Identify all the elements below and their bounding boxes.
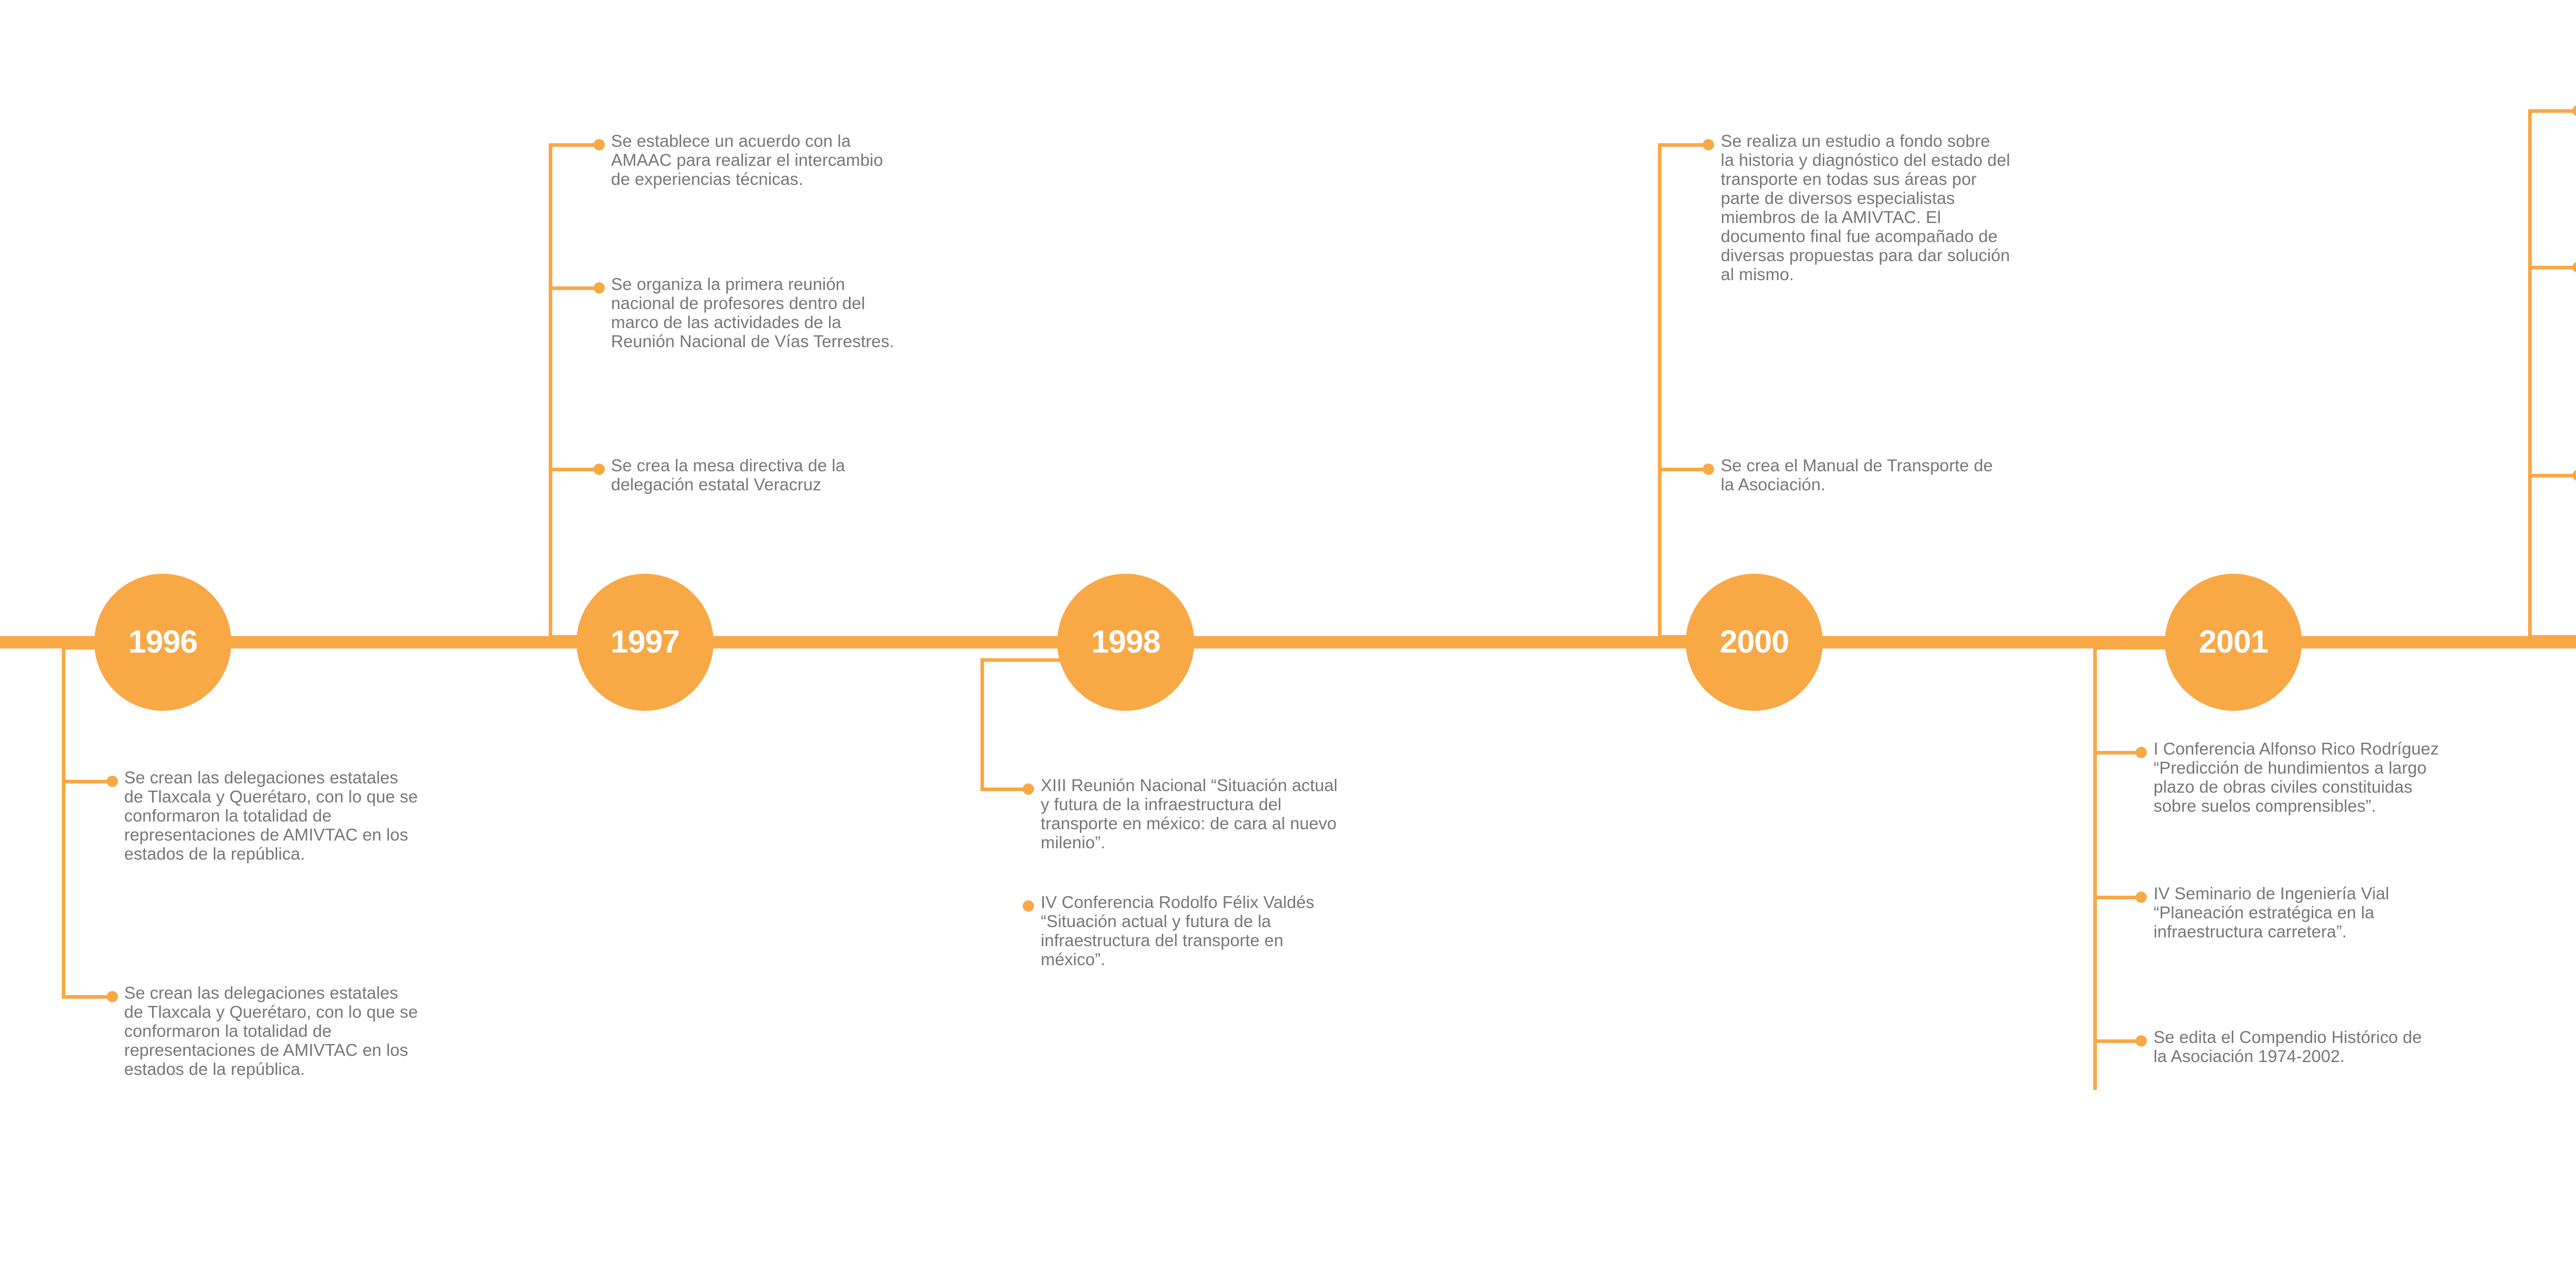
- timeline-node-1998[interactable]: 1998: [1057, 574, 1194, 711]
- event-text: Se establece un acuerdo con la AMAAC par…: [611, 131, 883, 189]
- event-text: Se crean las delegaciones estatales de T…: [124, 983, 418, 1079]
- timeline-node-2000[interactable]: 2000: [1686, 574, 1823, 711]
- event-text: XIII Reunión Nacional “Situación actual …: [1041, 776, 1338, 852]
- connector-branch: [62, 780, 111, 783]
- bullet-dot: [1023, 783, 1034, 795]
- bullet-dot: [594, 464, 605, 475]
- bullet-dot: [107, 991, 118, 1002]
- timeline-node-2001[interactable]: 2001: [2165, 574, 2302, 711]
- bullet-dot: [2136, 892, 2147, 903]
- connector-trunk-1996: [62, 646, 65, 997]
- node-year-label: 1997: [611, 624, 680, 660]
- connector-trunk-1997: [549, 143, 552, 639]
- bullet-dot: [594, 282, 605, 294]
- node-year-label: 2000: [1720, 624, 1789, 660]
- connector-trunk-2002a: [2528, 109, 2532, 639]
- connector-stem: [980, 658, 1135, 662]
- event-text: Se crea el Manual de Transporte de la As…: [1721, 456, 1993, 494]
- bullet-dot: [107, 776, 118, 787]
- connector-branch: [2528, 266, 2576, 269]
- bullet-dot: [594, 139, 605, 150]
- bullet-dot: [1703, 464, 1714, 475]
- bullet-dot: [2572, 262, 2576, 273]
- connector-branch: [549, 143, 598, 147]
- event-text: Se organiza la primera reunión nacional …: [611, 275, 894, 351]
- event-text: Se crea la mesa directiva de la delegaci…: [611, 456, 845, 494]
- connector-branch: [1658, 468, 1707, 471]
- bullet-dot: [2136, 1035, 2147, 1047]
- connector-branch: [2528, 474, 2576, 477]
- timeline-node-1997[interactable]: 1997: [577, 574, 714, 711]
- connector-branch: [549, 286, 598, 290]
- bullet-dot: [1023, 900, 1034, 912]
- event-text: IV Seminario de Ingeniería Vial “Planeac…: [2154, 884, 2389, 941]
- connector-trunk-2000: [1658, 143, 1662, 639]
- event-text: Se edita el Compendio Histórico de la As…: [2154, 1028, 2422, 1066]
- event-text: Se realiza un estudio a fondo sobre la h…: [1721, 131, 2010, 284]
- connector-branch: [2093, 751, 2142, 755]
- connector-branch: [62, 995, 111, 999]
- connector-branch: [980, 788, 1029, 791]
- event-text: Se crean las delegaciones estatales de T…: [124, 768, 418, 863]
- connector-branch: [2093, 1039, 2142, 1043]
- bullet-dot: [2136, 747, 2147, 758]
- connector-stem: [2528, 635, 2576, 639]
- event-text: I Conferencia Alfonso Rico Rodríguez “Pr…: [2154, 739, 2439, 815]
- node-year-label: 1998: [1091, 624, 1161, 660]
- connector-branch: [2093, 896, 2142, 899]
- connector-branch: [2528, 109, 2576, 113]
- connector-trunk-1998: [980, 658, 984, 791]
- node-year-label: 1996: [128, 624, 198, 660]
- bullet-dot: [2572, 105, 2576, 116]
- connector-branch: [549, 468, 598, 471]
- event-text: IV Conferencia Rodolfo Félix Valdés “Sit…: [1041, 893, 1315, 969]
- node-year-label: 2001: [2199, 624, 2268, 660]
- bullet-dot: [2572, 470, 2576, 481]
- connector-trunk-2001: [2093, 646, 2097, 1090]
- timeline-node-1996[interactable]: 1996: [94, 574, 231, 711]
- connector-branch: [1658, 143, 1707, 147]
- bullet-dot: [1703, 139, 1714, 150]
